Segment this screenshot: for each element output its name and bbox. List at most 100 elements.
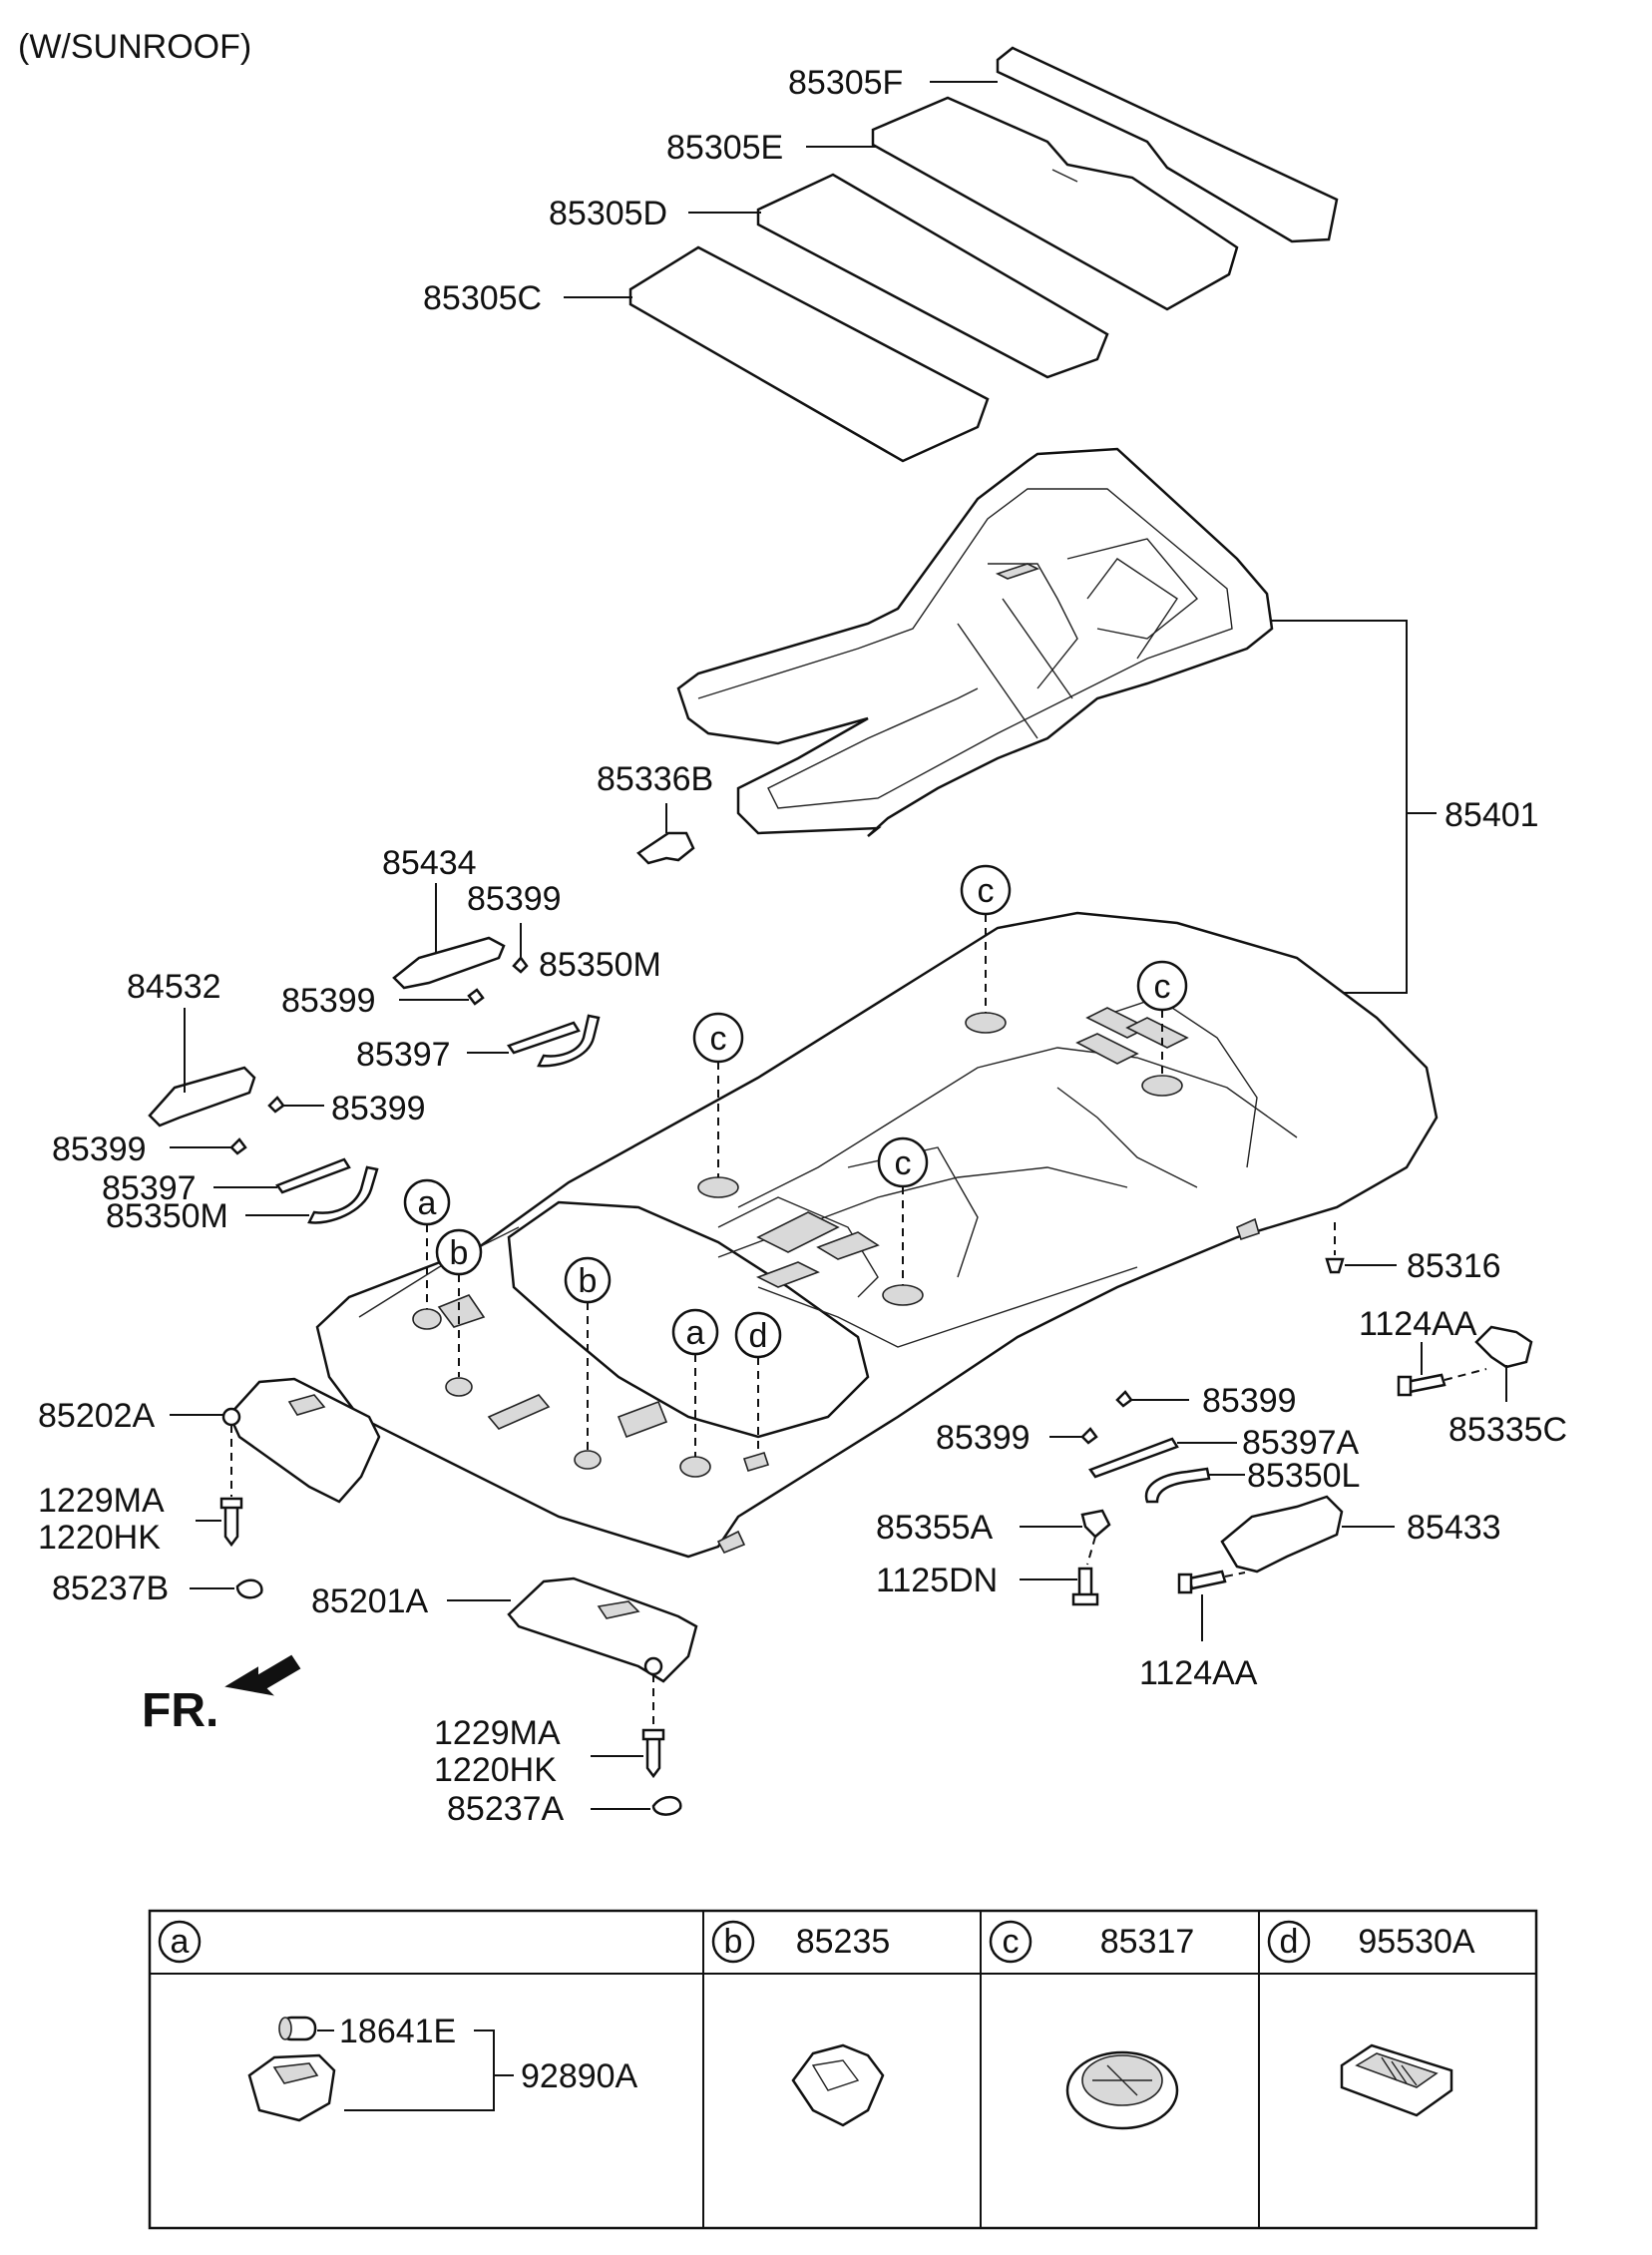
svg-text:c: c: [978, 872, 995, 910]
bulb-18641E: [278, 2016, 317, 2041]
label-85316: 85316: [1407, 1247, 1501, 1285]
svg-text:d: d: [749, 1317, 768, 1355]
label-85350M-a: 85350M: [539, 946, 661, 984]
label-85399-f: 85399: [936, 1419, 1031, 1457]
legend-key-c: c: [1003, 1923, 1020, 1961]
pad-85305D: [756, 173, 1109, 379]
sunvisor-85202A: [221, 1377, 381, 1504]
pad-85305F: [996, 46, 1339, 243]
screw-1229MA-b: [641, 1728, 665, 1779]
callout-a-2: a: [671, 1308, 719, 1356]
room-lamp-92890A: [247, 2053, 336, 2122]
sunroof-note: (W/SUNROOF): [18, 28, 251, 66]
label-85401: 85401: [1445, 796, 1539, 834]
svg-text:c: c: [1154, 968, 1171, 1006]
label-85399-a: 85399: [467, 880, 562, 918]
sensor-95530A: [1340, 2043, 1453, 2117]
label-1229MA-a: 1229MA: [38, 1482, 165, 1520]
svg-text:b: b: [450, 1234, 469, 1272]
handle-85350M-b: [307, 1165, 379, 1224]
label-1124AA-b: 1124AA: [1139, 1654, 1258, 1692]
screw-1229MA-a: [219, 1497, 243, 1548]
label-1124AA-a: 1124AA: [1359, 1305, 1477, 1343]
label-1229MA-b: 1229MA: [434, 1714, 561, 1752]
bolt-1124AA-b: [1177, 1570, 1227, 1594]
label-85335C: 85335C: [1448, 1411, 1567, 1449]
clip-85355A: [1080, 1509, 1111, 1539]
label-85305E: 85305E: [666, 129, 783, 167]
label-85336B: 85336B: [597, 760, 713, 798]
front-label: FR.: [142, 1684, 218, 1737]
bracket-85433: [1220, 1495, 1344, 1574]
label-85237B: 85237B: [52, 1570, 169, 1607]
clip-85399-f: [1080, 1427, 1098, 1445]
svg-text:c: c: [710, 1020, 727, 1058]
label-1220HK-b: 1220HK: [434, 1751, 557, 1789]
clip-85336B: [636, 831, 695, 865]
legend-label-18641E: 18641E: [339, 2013, 456, 2050]
clip-85399-d: [229, 1137, 247, 1155]
label-85399-b: 85399: [281, 982, 376, 1020]
legend-part-85235: 85235: [796, 1923, 891, 1961]
callout-c-1: c: [960, 864, 1012, 916]
fastener-85317: [1065, 2050, 1179, 2130]
legend-cell-c: c 85317: [989, 1920, 1195, 2130]
label-85433: 85433: [1407, 1509, 1501, 1547]
label-85397-a: 85397: [356, 1036, 451, 1074]
strip-85397-a: [507, 1021, 581, 1055]
label-85399-e: 85399: [1202, 1382, 1297, 1420]
strip-85397A: [1088, 1437, 1179, 1479]
handle-85350M-a: [537, 1014, 601, 1068]
callout-c-2: c: [1136, 960, 1188, 1012]
label-85350M-b: 85350M: [106, 1197, 228, 1235]
label-85399-d: 85399: [52, 1130, 147, 1168]
clip-85235: [791, 2043, 885, 2127]
pad-85305E: [871, 96, 1239, 311]
label-85355A: 85355A: [876, 1509, 994, 1547]
legend-table: a 18641E 92890A b 85235: [148, 1909, 1538, 2230]
bolt-1125DN: [1071, 1567, 1099, 1606]
legend-part-95530A: 95530A: [1358, 1923, 1475, 1961]
front-direction-arrow: [224, 1654, 301, 1696]
legend-key-b: b: [724, 1923, 743, 1961]
label-84532: 84532: [127, 968, 221, 1006]
clip-85237B: [235, 1578, 263, 1599]
legend-part-85317: 85317: [1100, 1923, 1195, 1961]
sunvisor-85201A: [507, 1577, 698, 1683]
svg-text:b: b: [579, 1262, 598, 1300]
legend-cell-d: d 95530A: [1267, 1920, 1475, 2117]
callout-b-2: b: [564, 1256, 612, 1304]
label-85434: 85434: [382, 844, 477, 882]
svg-text:a: a: [686, 1314, 705, 1352]
label-85202A: 85202A: [38, 1397, 156, 1435]
callout-d-1: d: [734, 1311, 782, 1359]
clip-85399-b: [467, 988, 485, 1006]
handle-85350L: [1144, 1467, 1211, 1504]
clip-85399-a: [512, 956, 529, 974]
bracket-84532: [148, 1066, 256, 1128]
legend-label-92890A: 92890A: [521, 2057, 638, 2095]
clip-85399-c: [267, 1096, 285, 1114]
label-85350L: 85350L: [1247, 1457, 1360, 1495]
label-85397A: 85397A: [1242, 1424, 1360, 1462]
callout-b-1: b: [435, 1228, 483, 1276]
legend-cell-a: a 18641E 92890A: [158, 1920, 638, 2122]
label-85305D: 85305D: [549, 195, 667, 232]
legend-key-a: a: [171, 1923, 190, 1961]
clip-85316: [1325, 1257, 1345, 1274]
bracket-85434: [392, 936, 506, 990]
label-85397-b: 85397: [102, 1169, 197, 1207]
label-85237A: 85237A: [447, 1790, 565, 1828]
callout-c-3: c: [692, 1012, 744, 1064]
label-85305F: 85305F: [788, 64, 903, 102]
label-85201A: 85201A: [311, 1582, 429, 1620]
bolt-1124AA-a: [1397, 1373, 1446, 1397]
legend-key-d: d: [1280, 1923, 1299, 1961]
callout-c-4: c: [877, 1136, 929, 1188]
label-1220HK-a: 1220HK: [38, 1519, 161, 1557]
clip-85399-e: [1115, 1390, 1133, 1408]
label-1125DN: 1125DN: [876, 1562, 998, 1599]
svg-text:a: a: [418, 1184, 437, 1222]
label-85305C: 85305C: [423, 279, 542, 317]
